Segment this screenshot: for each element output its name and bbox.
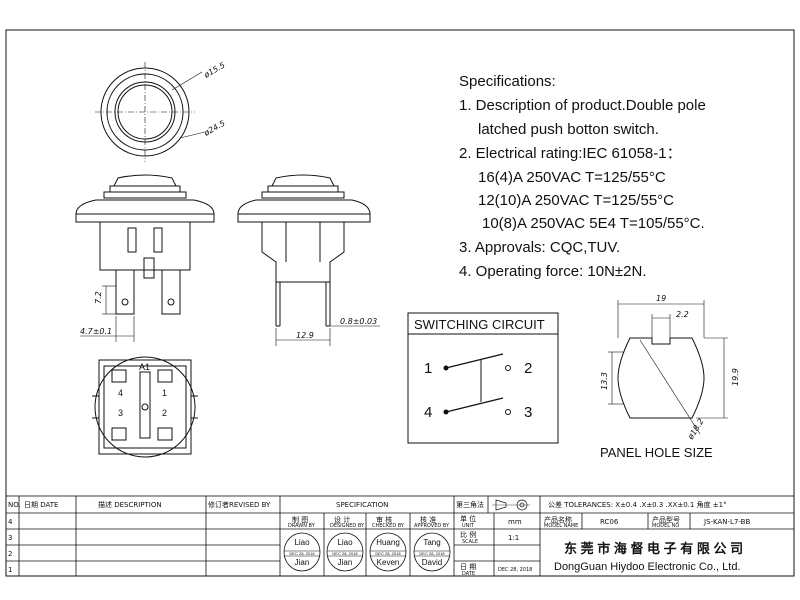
panel-dim-key: 2.2 bbox=[676, 310, 689, 319]
model-name-label: 产品名称 bbox=[544, 515, 572, 524]
circuit-label-3: 3 bbox=[524, 404, 532, 421]
stamp-designed-top: Liao bbox=[337, 538, 353, 547]
circuit-contact-lower bbox=[445, 397, 504, 413]
stamp-approved-date: DEC 28, 2018 bbox=[419, 551, 445, 556]
terminal-3-label: 3 bbox=[118, 408, 123, 418]
col-specification: SPECIFICATION bbox=[336, 501, 388, 509]
model-no-label: 产品型号 bbox=[652, 515, 680, 524]
terminal-1-label: 1 bbox=[162, 388, 167, 398]
stamp-checked-top: Huang bbox=[376, 538, 400, 547]
date-value: DEC 28, 2018 bbox=[498, 567, 532, 573]
circuit-contact-upper bbox=[445, 353, 504, 369]
stamp-approved-bottom: David bbox=[422, 558, 442, 567]
stamp-checked: Huang DEC 28, 2018 Keven bbox=[369, 532, 407, 572]
model-no-label-en: MODEL NO bbox=[652, 523, 679, 529]
side-view bbox=[237, 174, 380, 346]
unit-value: mm bbox=[508, 518, 522, 526]
revision-row-1: 1 bbox=[8, 566, 12, 574]
terminal-a1-label: A1 bbox=[139, 362, 150, 372]
date-label: 日 期 bbox=[460, 563, 476, 571]
col-no: NO. bbox=[8, 501, 21, 509]
terminal-4-label: 4 bbox=[118, 388, 123, 398]
designed-by-label: 设 计 bbox=[334, 515, 350, 524]
dim-pin-height: 7.2 bbox=[94, 291, 103, 304]
stamp-approved-top: Tang bbox=[423, 538, 440, 547]
switching-circuit: SWITCHING CIRCUIT 1 2 4 3 bbox=[407, 312, 559, 444]
spec-rating-3: 10(8)A 250VAC 5E4 T=105/55°C. bbox=[482, 215, 705, 232]
checked-by-label: 审 核 bbox=[376, 515, 392, 524]
stamp-approved: Tang DEC 28, 2018 David bbox=[413, 532, 451, 572]
scale-value: 1:1 bbox=[508, 534, 519, 542]
panel-hole bbox=[608, 300, 728, 435]
unit-label: 单 位 bbox=[460, 514, 476, 523]
panel-dim-width: 19 bbox=[656, 294, 666, 303]
panel-dim-diameter: ø18.2 bbox=[686, 417, 706, 442]
revision-row-2: 2 bbox=[8, 550, 12, 558]
spec-rating-2: 12(10)A 250VAC T=125/55°C bbox=[478, 192, 674, 209]
circuit-label-1: 1 bbox=[424, 360, 432, 377]
revision-row-4: 4 bbox=[8, 518, 13, 526]
panel-caption: PANEL HOLE SIZE bbox=[600, 445, 713, 460]
spec-heading: Specifications: bbox=[459, 73, 556, 90]
checked-by-en: CHECKED BY bbox=[372, 523, 405, 529]
title-block bbox=[5, 495, 795, 577]
stamp-drawn-date: DEC 28, 2018 bbox=[289, 551, 315, 556]
revision-row-3: 3 bbox=[8, 534, 12, 542]
company-name-cn: 东 莞 市 海 督 电 子 有 限 公 司 bbox=[564, 541, 743, 556]
col-revised-by: 修订者REVISED BY bbox=[208, 500, 271, 509]
drawing-frame bbox=[5, 29, 795, 577]
circuit-node-2 bbox=[505, 365, 511, 371]
col-description: 描述 DESCRIPTION bbox=[98, 500, 162, 509]
approved-by-label: 核 准 bbox=[420, 515, 436, 524]
dim-pin-thickness: 0.8±0.03 bbox=[340, 317, 377, 326]
bottom-view bbox=[92, 356, 198, 458]
model-name-value: RC06 bbox=[600, 518, 619, 526]
stamp-checked-bottom: Keven bbox=[377, 558, 400, 567]
spec-line-3: 3. Approvals: CQC,TUV. bbox=[459, 239, 621, 256]
panel-dim-height-flat: 13.3 bbox=[600, 372, 609, 390]
stamp-checked-date: DEC 28, 2018 bbox=[375, 551, 401, 556]
tolerances: 公差 TOLERANCES: X±0.4 .X±0.3 .XX±0.1 角度 ±… bbox=[548, 500, 727, 509]
col-date: 日期 DATE bbox=[24, 501, 58, 509]
date-label-en: DATE bbox=[462, 571, 475, 577]
dim-inner-diameter: ø15.5 bbox=[202, 61, 227, 81]
model-no-value: JS-KAN-L7-BB bbox=[703, 518, 750, 526]
projection-symbol-icon bbox=[492, 499, 530, 511]
stamp-designed-bottom: Jian bbox=[338, 558, 353, 567]
circuit-label-2: 2 bbox=[524, 360, 532, 377]
company-name-en: DongGuan Hiydoo Electronic Co., Ltd. bbox=[554, 561, 741, 573]
dim-side-width: 12.9 bbox=[296, 331, 314, 340]
terminal-2-label: 2 bbox=[162, 408, 167, 418]
circuit-node-3 bbox=[505, 409, 511, 415]
panel-dim-height: 19.9 bbox=[731, 368, 740, 386]
dim-outer-diameter: ø24.5 bbox=[202, 119, 227, 139]
scale-label: 比 例 bbox=[460, 530, 476, 539]
projection-label: 第三角法 bbox=[456, 500, 484, 509]
scale-label-en: SCALE bbox=[462, 539, 478, 545]
spec-line-1b: latched push botton switch. bbox=[478, 121, 659, 138]
designed-by-en: DESIGNED BY bbox=[330, 523, 365, 529]
stamp-designed: Liao DEC 28, 2018 Jian bbox=[326, 532, 364, 572]
stamp-drawn: Liao DEC 28, 2018 Jian bbox=[283, 532, 321, 572]
spec-line-4: 4. Operating force: 10N±2N. bbox=[459, 263, 647, 280]
dim-pin-width: 4.7±0.1 bbox=[80, 327, 112, 336]
drawn-by-label: 制 图 bbox=[292, 515, 308, 524]
stamp-designed-date: DEC 28, 2018 bbox=[332, 551, 358, 556]
unit-label-en: UNIT bbox=[462, 523, 475, 529]
circuit-title: SWITCHING CIRCUIT bbox=[414, 317, 545, 332]
model-name-label-en: MODEL NAME bbox=[544, 523, 578, 529]
spec-line-2: 2. Electrical rating:IEC 61058-1： bbox=[459, 145, 682, 162]
approved-by-en: APPROVED BY bbox=[414, 523, 450, 529]
stamp-drawn-bottom: Jian bbox=[295, 558, 310, 567]
drawn-by-en: DRAWN BY bbox=[288, 523, 316, 529]
circuit-label-4: 4 bbox=[424, 404, 432, 421]
top-view bbox=[95, 62, 206, 162]
spec-rating-1: 16(4)A 250VAC T=125/55°C bbox=[478, 169, 666, 186]
front-view bbox=[75, 174, 215, 342]
spec-line-1: 1. Description of product.Double pole bbox=[459, 97, 706, 114]
stamp-drawn-top: Liao bbox=[294, 538, 310, 547]
